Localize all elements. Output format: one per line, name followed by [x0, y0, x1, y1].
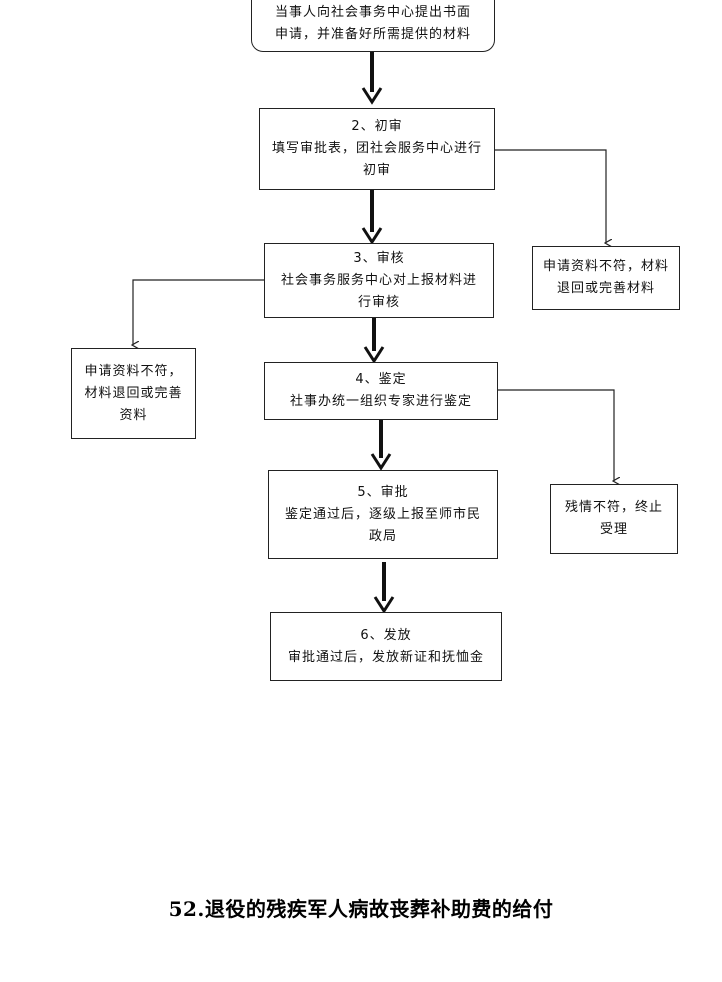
- terminate-line-1: 残情不符，终止: [564, 500, 663, 515]
- step-5-title: 5、审批: [357, 484, 409, 500]
- branch-line-step4-to-terminate: [498, 389, 614, 481]
- step-2-title: 2、初审: [351, 119, 403, 134]
- branch-line-step3-to-reject-left: [133, 279, 264, 345]
- step-5-line-1: 鉴定通过后，逐级上报至师市民: [284, 506, 481, 522]
- main-flow-arrow-5-6: [373, 562, 395, 614]
- step-1-line-1: 当事人向社会事务中心提出书面: [274, 5, 471, 20]
- step-1-application-box: 当事人向社会事务中心提出书面 申请，并准备好所需提供的材料: [251, 0, 495, 52]
- step-1-line-2: 申请，并准备好所需提供的材料: [274, 27, 471, 42]
- reject-left-line-1: 申请资料不符，: [84, 363, 183, 379]
- main-flow-arrow-3-4: [363, 318, 385, 364]
- branch-line-step2-to-reject-right: [494, 149, 606, 243]
- step-6-distribution-box: 6、发放 审批通过后，发放新证和抚恤金: [270, 612, 502, 681]
- reject-right-line-1: 申请资料不符，材料: [542, 259, 669, 274]
- section-title: 52.退役的残疾军人病故丧葬补助费的给付: [168, 897, 554, 921]
- reject-right-line-2: 退回或完善材料: [556, 281, 655, 296]
- reject-left-line-2: 材料退回或完善: [84, 385, 183, 401]
- step-3-line-2: 行审核: [357, 294, 400, 310]
- main-flow-arrow-4-5: [370, 420, 392, 471]
- terminate-box: 残情不符，终止 受理: [550, 484, 678, 554]
- reject-box-left: 申请资料不符， 材料退回或完善 资料: [71, 348, 196, 439]
- step-4-line-1: 社事办统一组织专家进行鉴定: [289, 394, 472, 409]
- step-6-line-1: 审批通过后，发放新证和抚恤金: [287, 649, 484, 665]
- step-5-line-2: 政局: [368, 528, 397, 544]
- step-6-title: 6、发放: [360, 627, 412, 643]
- step-4-appraisal-box: 4、鉴定 社事办统一组织专家进行鉴定: [264, 362, 498, 420]
- step-2-line-1: 填写审批表，团社会服务中心进行: [271, 141, 482, 156]
- step-3-line-1: 社会事务服务中心对上报材料进: [280, 272, 477, 288]
- step-2-preliminary-review-box: 2、初审 填写审批表，团社会服务中心进行 初审: [259, 108, 495, 190]
- step-2-line-2: 初审: [362, 163, 391, 178]
- step-3-audit-box: 3、审核 社会事务服务中心对上报材料进 行审核: [264, 243, 494, 318]
- step-5-approval-box: 5、审批 鉴定通过后，逐级上报至师市民 政局: [268, 470, 498, 559]
- reject-box-right: 申请资料不符，材料 退回或完善材料: [532, 246, 680, 310]
- main-flow-arrow-2-3: [361, 190, 383, 245]
- reject-left-line-3: 资料: [119, 407, 148, 423]
- terminate-line-2: 受理: [599, 522, 628, 537]
- main-flow-arrow-1-2: [361, 52, 383, 105]
- step-3-title: 3、审核: [353, 250, 405, 266]
- step-4-title: 4、鉴定: [355, 372, 407, 387]
